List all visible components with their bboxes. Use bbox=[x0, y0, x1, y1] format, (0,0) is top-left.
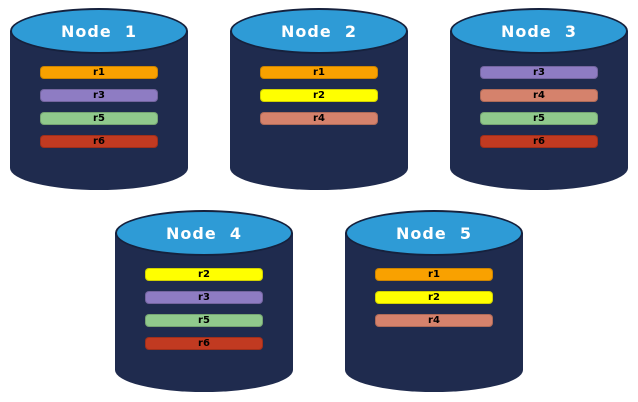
replica-bar: r2 bbox=[145, 268, 263, 281]
replica-bar: r6 bbox=[480, 135, 598, 148]
replica-bar: r4 bbox=[375, 314, 493, 327]
cylinder-top-ellipse: Node 4 bbox=[115, 210, 293, 256]
cylinder-top-ellipse: Node 2 bbox=[230, 8, 408, 54]
replica-bar: r3 bbox=[40, 89, 158, 102]
replica-list: r1 r3 r5 r6 bbox=[10, 66, 188, 148]
cylinder-top-ellipse: Node 1 bbox=[10, 8, 188, 54]
replica-label: r5 bbox=[198, 314, 210, 326]
replica-label: r3 bbox=[533, 66, 545, 78]
replica-label: r3 bbox=[198, 291, 210, 303]
replica-bar: r6 bbox=[145, 337, 263, 350]
cylinder-top-ellipse: Node 5 bbox=[345, 210, 523, 256]
replica-bar: r2 bbox=[260, 89, 378, 102]
database-node: Node 3 r3 r4 r5 r6 bbox=[450, 8, 628, 190]
replica-bar: r1 bbox=[375, 268, 493, 281]
replica-label: r1 bbox=[428, 268, 440, 280]
cylinder-body bbox=[450, 31, 628, 190]
node-title: Node 5 bbox=[396, 223, 472, 243]
replica-bar: r1 bbox=[260, 66, 378, 79]
replica-list: r1 r2 r4 bbox=[345, 268, 523, 327]
database-node: Node 1 r1 r3 r5 r6 bbox=[10, 8, 188, 190]
replica-bar: r4 bbox=[480, 89, 598, 102]
replica-label: r3 bbox=[93, 89, 105, 101]
replica-bar: r5 bbox=[480, 112, 598, 125]
replica-list: r2 r3 r5 r6 bbox=[115, 268, 293, 350]
replica-list: r3 r4 r5 r6 bbox=[450, 66, 628, 148]
cylinder-body bbox=[10, 31, 188, 190]
replica-bar: r5 bbox=[145, 314, 263, 327]
replica-label: r5 bbox=[93, 112, 105, 124]
replica-label: r4 bbox=[428, 314, 440, 326]
cylinder-top-ellipse: Node 3 bbox=[450, 8, 628, 54]
replica-bar: r3 bbox=[480, 66, 598, 79]
replica-label: r1 bbox=[313, 66, 325, 78]
replica-label: r1 bbox=[93, 66, 105, 78]
replica-label: r5 bbox=[533, 112, 545, 124]
node-title: Node 3 bbox=[501, 21, 577, 41]
replica-label: r2 bbox=[428, 291, 440, 303]
database-node: Node 4 r2 r3 r5 r6 bbox=[115, 210, 293, 392]
cylinder-body bbox=[115, 233, 293, 392]
node-row-bottom: Node 4 r2 r3 r5 r6 Node 5 r1 r2 r4 bbox=[0, 210, 638, 392]
node-title: Node 4 bbox=[166, 223, 242, 243]
node-title: Node 1 bbox=[61, 21, 137, 41]
cylinder-body bbox=[230, 31, 408, 190]
replica-label: r4 bbox=[313, 112, 325, 124]
replica-bar: r3 bbox=[145, 291, 263, 304]
replica-bar: r1 bbox=[40, 66, 158, 79]
replica-label: r4 bbox=[533, 89, 545, 101]
node-title: Node 2 bbox=[281, 21, 357, 41]
replica-label: r2 bbox=[313, 89, 325, 101]
replica-bar: r4 bbox=[260, 112, 378, 125]
replica-label: r6 bbox=[198, 337, 210, 349]
replica-label: r6 bbox=[93, 135, 105, 147]
replica-bar: r5 bbox=[40, 112, 158, 125]
replica-bar: r6 bbox=[40, 135, 158, 148]
replica-list: r1 r2 r4 bbox=[230, 66, 408, 125]
replica-bar: r2 bbox=[375, 291, 493, 304]
cylinder-body bbox=[345, 233, 523, 392]
replica-label: r6 bbox=[533, 135, 545, 147]
replica-label: r2 bbox=[198, 268, 210, 280]
database-node: Node 5 r1 r2 r4 bbox=[345, 210, 523, 392]
database-node: Node 2 r1 r2 r4 bbox=[230, 8, 408, 190]
